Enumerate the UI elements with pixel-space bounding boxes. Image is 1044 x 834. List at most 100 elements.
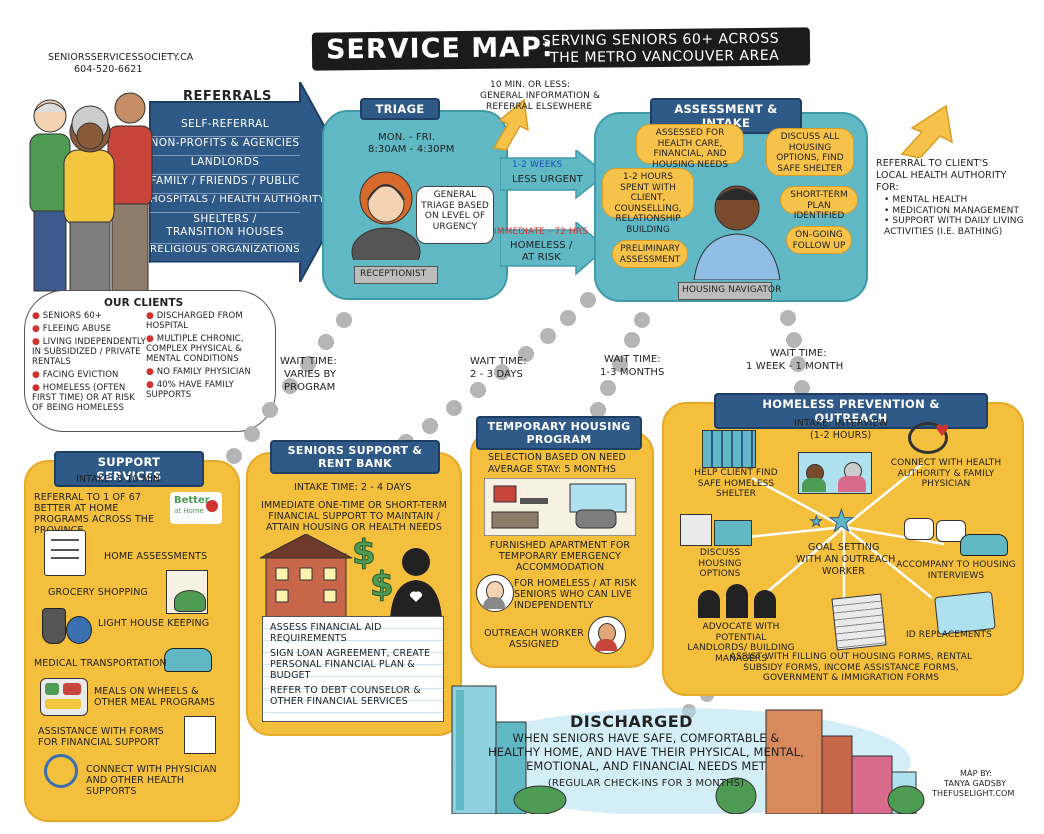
outreach-node-5: ADVOCATE WITH POTENTIAL LANDLORDS/ BUILD… [687, 622, 795, 664]
housing-navigator-illustration [693, 185, 781, 280]
support-item: HOME ASSESSMENTS [104, 551, 208, 562]
outreach-heading: HOMELESS PREVENTION & OUTREACH [714, 393, 988, 429]
support-heading: SUPPORT SERVICES [54, 451, 204, 487]
rentbank-intake: INTAKE TIME: 2 - 4 DAYS [294, 482, 412, 493]
discharged-heading: DISCHARGED [570, 712, 693, 731]
assess-bubble-4: SHORT-TERM PLAN IDENTIFIED [780, 186, 858, 221]
website[interactable]: SENIORSSERVICESSOCIETY.CA [48, 52, 194, 63]
discharged-line4: (REGULAR CHECK-INS FOR 3 MONTHS) [547, 778, 745, 789]
advocates-icon [698, 584, 776, 618]
rentbank-item: ASSESS FINANCIAL AID REQUIREMENTS [270, 622, 382, 644]
support-item: GROCERY SHOPPING [48, 587, 148, 598]
referral-out-item: • SUPPORT WITH DAILY LIVING ACTIVITIES (… [884, 216, 1024, 237]
wait-3-line2: 1-3 MONTHS [600, 367, 665, 378]
outreach-node-2: CONNECT WITH HEALTH AUTHORITY & FAMILY P… [890, 458, 1002, 489]
temp-furnished: FURNISHED APARTMENT FOR TEMPORARY EMERGE… [489, 540, 631, 573]
apartment-illustration [484, 478, 636, 536]
navigator-label: HOUSING NAVIGATOR [682, 285, 782, 295]
triage-note: GENERAL TRIAGE BASED ON LEVEL OF URGENCY [421, 190, 489, 232]
outreach-worker-avatar [588, 616, 626, 654]
referral-item: TRANSITION HOUSES [150, 226, 300, 244]
client-item: ● DISCHARGED FROM HOSPITAL [146, 311, 243, 331]
assess-bubble-3: 1-2 HOURS SPENT WITH CLIENT, COUNSELLING… [602, 168, 694, 235]
temp-heading-1: TEMPORARY HOUSING [487, 420, 631, 433]
support-item: LIGHT HOUSE KEEPING [98, 618, 210, 629]
client-item: ● LIVING INDEPENDENTLY IN SUBSIDIZED / P… [32, 337, 146, 367]
rentbank-list: ASSESS FINANCIAL AID REQUIREMENTS SIGN L… [270, 622, 438, 707]
meeting-illustration [798, 446, 872, 494]
client-item: ● MULTIPLE CHRONIC, COMPLEX PHYSICAL & M… [146, 334, 244, 364]
less-urgent-arrow [500, 150, 608, 200]
referral-item: BC211 [206, 267, 244, 279]
top-note-2: GENERAL INFORMATION & [480, 91, 601, 101]
clients-heading: OUR CLIENTS [104, 297, 184, 309]
wait-3-line1: WAIT TIME: [604, 354, 661, 365]
forms-icon [184, 716, 216, 754]
logo-text-2: at Home [174, 507, 204, 515]
referral-out-intro-1: REFERRAL TO CLIENT'S [876, 158, 989, 169]
support-item: ASSISTANCE WITH FORMS FOR FINANCIAL SUPP… [38, 726, 164, 748]
assess-bubble-2: DISCUSS ALL HOUSING OPTIONS, FIND SAFE S… [766, 128, 854, 176]
outreach-spokes [737, 463, 945, 614]
assess-bubble-1: ASSESSED FOR HEALTH CARE, FINANCIAL, AND… [636, 124, 744, 170]
referral-item: LANDLORDS [150, 156, 300, 175]
urgent-label-1: HOMELESS / [510, 240, 573, 251]
general-info-arrow [492, 98, 529, 151]
discharged-line3: EMOTIONAL, AND FINANCIAL NEEDS MET [526, 759, 766, 773]
clipboard-icon [44, 530, 86, 576]
referral-item: NON-PROFITS & AGENCIES [150, 137, 300, 156]
outreach-node-1: HELP CLIENT FIND SAFE HOMELESS SHELTER [694, 468, 778, 499]
rentbank-item: REFER TO DEBT COUNSELOR & OTHER FINANCIA… [270, 685, 421, 707]
logo-text-1: Better [174, 495, 210, 506]
referral-item: HOSPITALS / HEALTH AUTHORITY [150, 194, 325, 213]
outreach-car-icon [960, 534, 1008, 556]
assess-bubble-6: ON-GOING FOLLOW UP [786, 226, 852, 254]
clients-right-list: ● DISCHARGED FROM HOSPITAL ● MULTIPLE CH… [146, 311, 270, 400]
mop-icon [66, 616, 92, 644]
discharged-line1: WHEN SENIORS HAVE SAFE, COMFORTABLE & [512, 731, 780, 745]
outreach-node-3: DISCUSS HOUSING OPTIONS [698, 548, 742, 579]
svg-text:$: $ [370, 565, 394, 605]
outreach-node-6: ID REPLACEMENTS [906, 630, 992, 640]
stethoscope-icon [44, 754, 78, 788]
client-item: ● SENIORS 60+ [32, 311, 103, 321]
logo-mark-icon [206, 500, 218, 512]
navigator-label-box [678, 282, 772, 300]
outreach-intake-1: INTAKE: INTERVIEW [794, 418, 889, 429]
client-item: ● FLEEING ABUSE [32, 324, 112, 334]
speech-bubbles-icon [904, 518, 968, 546]
seniors-illustration [29, 92, 153, 293]
urgent-label-2: AT RISK [522, 252, 561, 263]
referral-out-list: • MENTAL HEALTH • MEDICATION MANAGEMENT … [884, 195, 1034, 237]
outreach-node-4: ACCOMPANY TO HOUSING INTERVIEWS [896, 560, 1016, 581]
credit-line3[interactable]: THEFUSELIGHT.COM [932, 789, 1015, 798]
referral-item: FAMILY / FRIENDS / PUBLIC [150, 175, 300, 194]
urgent-time: IMMEDIATE - 72 HRS [494, 227, 588, 237]
support-intake: INTAKE: 5-10 MIN. [76, 474, 164, 485]
title-main: SERVICE MAP: [325, 32, 554, 66]
temp-heading: TEMPORARY HOUSING PROGRAM [476, 416, 642, 450]
small-star-icon: ★ [810, 514, 824, 531]
client-item: ● HOMELESS (OFTEN FIRST TIME) OR AT RISK… [32, 383, 135, 413]
triage-heading: TRIAGE [360, 98, 440, 120]
wait-1-line1: WAIT TIME: [280, 356, 337, 367]
referral-item: SELF-REFERRAL [150, 118, 300, 137]
triage-hours-2: 8:30AM - 4:30PM [368, 144, 455, 155]
rentbank-heading-2: RENT BANK [318, 457, 392, 470]
better-at-home-logo: Better at Home [170, 492, 222, 524]
receptionist-label-box [354, 266, 438, 284]
credit-line2: TANYA GADSBY [944, 779, 1007, 788]
referral-item: RELIGIOUS ORGANIZATIONS [150, 244, 300, 263]
triage-note-card [416, 186, 494, 244]
client-avatar [476, 574, 514, 612]
referrals-heading: REFERRALS [183, 89, 272, 104]
receptionist-illustration [351, 171, 421, 260]
wait-4-line1: WAIT TIME: [770, 348, 827, 359]
clients-left-list: ● SENIORS 60+ ● FLEEING ABUSE ● LIVING I… [32, 311, 148, 413]
rentbank-desc: IMMEDIATE ONE-TIME OR SHORT-TERM FINANCI… [261, 500, 447, 533]
id-card-icon [934, 591, 996, 635]
meal-tray-icon [40, 678, 88, 716]
rentbank-item: SIGN LOAN AGREEMENT, CREATE PERSONAL FIN… [270, 648, 431, 681]
discharged-line2: HEALTHY HOME, AND HAVE THEIR PHYSICAL, M… [487, 745, 805, 759]
support-item: CONNECT WITH PHYSICIAN AND OTHER HEALTH … [86, 764, 217, 797]
